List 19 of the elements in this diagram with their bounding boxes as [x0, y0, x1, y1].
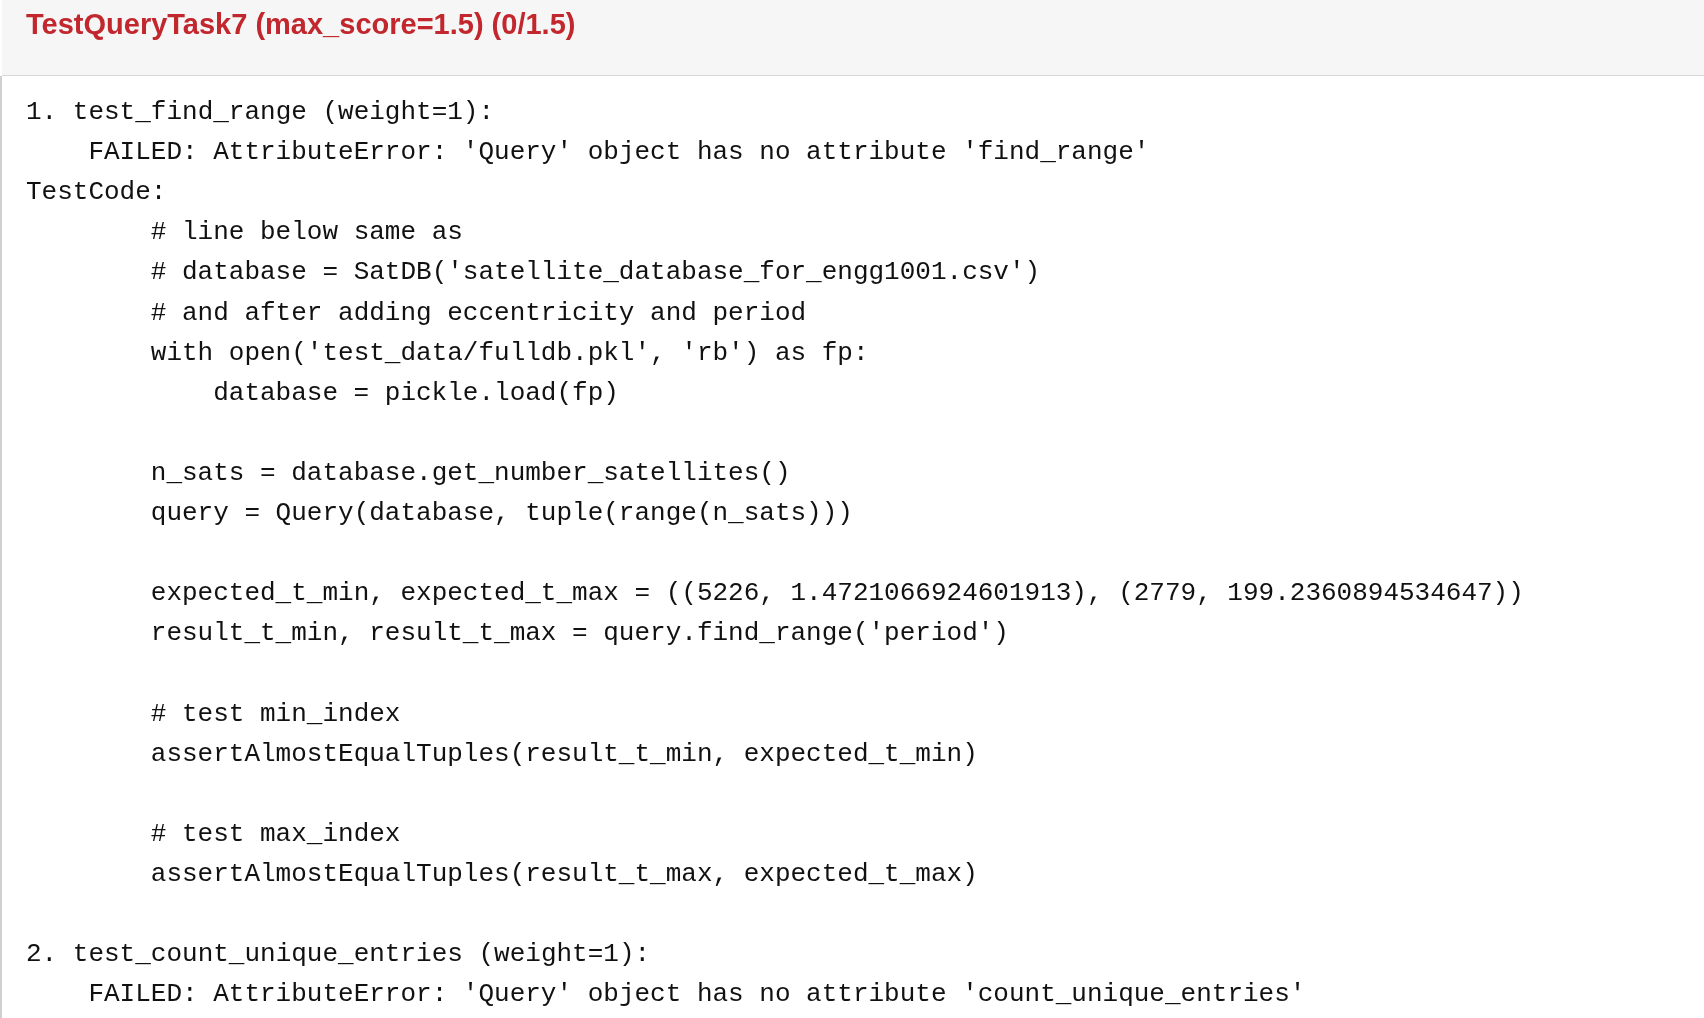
code-line: FAILED: AttributeError: 'Query' object has no attribute 'find_range': [88, 136, 1150, 169]
code-line: expected_t_min, expected_t_max = ((5226, 1.4721066924601913), (2779, 199.2360894534647)): [150, 577, 1524, 610]
code-line: assertAlmostEqualTuples(result_t_max, expected_t_max): [150, 857, 978, 890]
code-line: result_t_min, result_t_max = query.find_range('period'): [150, 617, 1009, 650]
code-line: n_sats = database.get_number_satellites(): [150, 456, 791, 489]
code-line: with open('test_data/fulldb.pkl', 'rb') as fp:: [150, 336, 869, 369]
code-line: assertAlmostEqualTuples(result_t_min, expected_t_min): [150, 737, 978, 770]
code-line: query = Query(database, tuple(range(n_sats))): [150, 497, 853, 529]
code-line: # line below same as: [150, 216, 463, 249]
code-line: TestCode:: [26, 176, 167, 209]
code-line: # database = SatDB('satellite_database_for_engg1001.csv'): [150, 256, 1041, 289]
code-line: # test min_index: [150, 697, 401, 730]
code-line: database = pickle.load(fp): [213, 376, 619, 409]
code-line: 2. test_count_unique_entries (weight=1):: [26, 938, 651, 971]
section-heading: TestQueryTask7 (max_score=1.5) (0/1.5): [26, 8, 576, 41]
code-line: # test max_index: [150, 817, 401, 850]
code-line: # and after adding eccentricity and period: [150, 296, 807, 329]
code-line: FAILED: AttributeError: 'Query' object has no attribute 'count_unique_entries': [88, 978, 1306, 1011]
code-line: 1. test_find_range (weight=1):: [26, 96, 495, 128]
